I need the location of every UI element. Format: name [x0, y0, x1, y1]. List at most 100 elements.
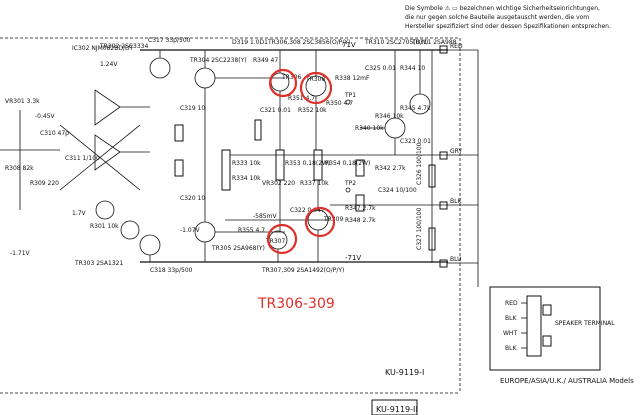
terminal-blu-label: BLU	[450, 256, 462, 263]
tr305-label: TR305 2SA968(Y)	[211, 245, 265, 252]
power-rails: 71V -71V -585mV	[140, 41, 448, 263]
input-section: IC302 NJM082BD/DT VR301 3.3k R308 82k R3…	[0, 45, 150, 257]
c320-label: C320 10	[180, 195, 205, 202]
r346-label: R346 10k	[375, 113, 404, 120]
highlight-circle-tr308	[299, 71, 333, 105]
c323-label: C323 0.01	[400, 138, 431, 145]
notice-line-2: die nur gegen solche Bauteile ausgetausc…	[405, 14, 589, 21]
c318-label: C318 33p/500	[150, 267, 193, 274]
r349-label: R349 47	[253, 57, 278, 64]
r301-label: R301 10k	[90, 223, 119, 230]
highlight-circles	[266, 68, 336, 255]
c325-label: C325 0.01	[365, 65, 396, 72]
terminal-blk-label: BLK	[450, 198, 462, 205]
r353-label: R353 0.18(2W)	[285, 160, 330, 167]
tr306-label: TR306	[281, 74, 301, 81]
c311-label: C311 1/100	[65, 155, 100, 162]
r350-label: R350 4.7	[326, 100, 353, 107]
board-outline	[0, 37, 461, 394]
tr303-symbol	[139, 234, 161, 256]
tp1-label: TP1	[344, 92, 356, 99]
tr310-label: TR310 2SC2705(O/Y)	[364, 39, 428, 46]
terminal-blu-pad	[439, 259, 448, 268]
terminal-gry-label: GRY	[450, 148, 462, 155]
r354-label: R354 0.18(2W)	[325, 160, 370, 167]
notice-line-3: Hersteller spezifiziert sind oder dessen…	[405, 23, 611, 30]
tr304-label: TR304 2SC2238(Y)	[189, 57, 247, 64]
d319-label: D319 1.0D1	[232, 39, 268, 46]
tr307-309-part: TR307,309 2SA1492(O/P/Y)	[261, 267, 344, 274]
v045-label: -0.45V	[35, 113, 56, 120]
tr307-label: TR307	[265, 238, 285, 245]
driver-stage: TR302 2SC3334 TR304 2SC2238(Y) TR305 2SA…	[74, 37, 285, 274]
board-id-main: KU-9119-I	[385, 368, 424, 377]
c327-label: C327 100/100	[416, 207, 423, 250]
r342-label: R342 2.7k	[375, 165, 406, 172]
r333-label: R333 10k	[232, 160, 261, 167]
highlight-circle-tr306	[268, 68, 298, 98]
protection-section: TR310 2SC2705(O/Y) TR311 2SA988 C325 0.0…	[345, 39, 457, 224]
terminal-gry-pad	[439, 151, 448, 160]
c310-label: C310 47p	[40, 130, 69, 137]
mid-voltage-label: -585mV	[253, 213, 277, 220]
board-id-bottom-frame	[371, 399, 418, 415]
tr302-symbol	[149, 57, 171, 79]
r309-label: R309 220	[30, 180, 59, 187]
tr310-symbol	[384, 117, 406, 139]
r334-label: R334 10k	[232, 175, 261, 182]
ic302-label: IC302 NJM082BD/DT	[72, 45, 134, 52]
safety-notice: Die Symbole ⚠ ▭ bezeichnen wichtige Sich…	[405, 5, 611, 30]
models-label: EUROPE/ASIA/U.K./ AUSTRALIA Models	[500, 377, 634, 385]
r308-label: R308 82k	[5, 165, 34, 172]
board-id-bottom: KU-9119-II	[376, 405, 418, 414]
output-stage: TR306 TR308 TR307 TR309 TR306,308 2SC385…	[238, 39, 370, 274]
c322-label: C322 0.047	[290, 207, 325, 214]
tr308-label: TR308	[305, 76, 325, 83]
v17-label: 1.7V	[72, 210, 87, 217]
rail-positive-label: 71V	[342, 41, 356, 49]
r345-label: R345 4.7k	[400, 105, 431, 112]
v124-label: 1.24V	[100, 61, 118, 68]
rail-negative-label: -71V	[345, 254, 361, 262]
c317-label: C317 33p/500	[148, 37, 191, 44]
c324-label: C324 10/100	[378, 187, 417, 194]
tp2-label: TP2	[344, 180, 356, 187]
output-terminals: RED GRY BLK BLU C326 100/100 C327 100/10…	[416, 43, 478, 268]
vr301-label: VR301 3.3k	[5, 98, 40, 105]
terminal-red-pad	[439, 45, 448, 54]
v107-label: -1.07V	[180, 227, 201, 234]
speaker-box-title: SPEAKER TERMINAL	[555, 320, 615, 327]
c321-label: C321 0.01	[260, 107, 291, 114]
tr303-label: TR303 2SA1321	[74, 260, 123, 267]
speaker-box-frame	[489, 286, 601, 371]
r351-label: R351 4.7	[288, 95, 315, 102]
r348-label: R348 2.7k	[345, 217, 376, 224]
v-neg17-label: -1.71V	[10, 250, 31, 257]
highlight-circle-tr307	[266, 223, 298, 255]
highlight-label: TR306-309	[257, 296, 335, 312]
r352-label: R352 10k	[298, 107, 327, 114]
r340-label: R340 10k	[355, 125, 384, 132]
r337-label: R337 10k	[300, 180, 329, 187]
speaker-row-3: WHT	[503, 330, 517, 337]
speaker-row-4: BLK	[505, 345, 517, 352]
r347-label: R347 2.7k	[345, 205, 376, 212]
speaker-row-2: BLK	[505, 315, 517, 322]
highlight-circle-tr309	[304, 206, 336, 238]
r338-label: R338 12mF	[335, 75, 370, 82]
speaker-terminal-box: RED BLK WHT BLK SPEAKER TERMINAL EUROPE/…	[477, 50, 634, 385]
r344-label: R344 10	[400, 65, 425, 72]
terminal-red-label: RED	[450, 43, 463, 50]
tr306-308-part: TR306,308 2SC3856(O/P/Y)	[267, 39, 350, 46]
vr302-label: VR302 220	[262, 180, 295, 187]
speaker-row-1: RED	[505, 300, 518, 307]
tr311-label: TR311 2SA988	[411, 39, 457, 46]
notice-line-1: Die Symbole ⚠ ▭ bezeichnen wichtige Sich…	[405, 5, 600, 12]
r355-label: R355 4.7	[238, 227, 265, 234]
tr304-symbol	[194, 67, 216, 89]
terminal-blk-pad	[439, 201, 448, 210]
c319-label: C319 10	[180, 105, 205, 112]
tr302-label: TR302 2SC3334	[99, 43, 148, 50]
c326-label: C326 100/100	[416, 142, 423, 185]
